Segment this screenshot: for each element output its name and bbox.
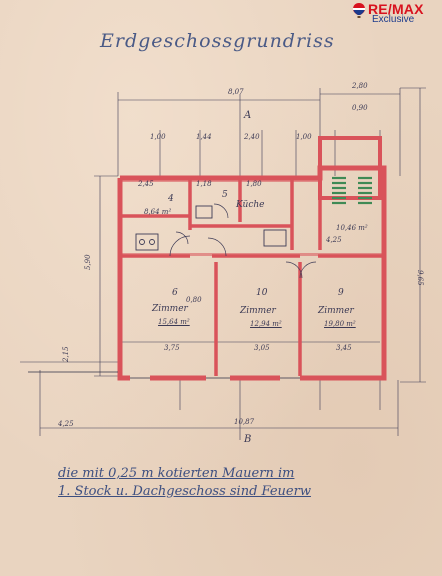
section-mark-bottom: B: [244, 434, 252, 445]
dim-depth-right: 9,65: [416, 270, 424, 286]
dim-top-3: 2,40: [244, 133, 260, 141]
dimension-lines: [20, 87, 426, 440]
room-10-number: 10: [256, 288, 268, 298]
kitchen-area: 8,64 m²: [144, 208, 172, 216]
outer-walls: [117, 165, 387, 381]
wall-mark: 0,80: [186, 296, 202, 304]
room-6-name: Zimmer: [152, 304, 188, 314]
dim-overall-width-bottom: 10,87: [234, 418, 255, 426]
dim-top-5: 0,90: [352, 104, 368, 112]
remax-sub: Exclusive: [372, 14, 415, 25]
dim-room-3: 3,45: [336, 344, 352, 352]
room-10-area: 12,94 m²: [250, 320, 282, 328]
dim-strip-3: 1,80: [246, 180, 262, 188]
wall-fill: [120, 178, 384, 256]
note-line-1: die mit 0,25 m kotierten Mauern im: [58, 466, 295, 481]
service-room-number: 5: [222, 190, 228, 200]
room-9-name: Zimmer: [318, 306, 354, 316]
dim-strip-4: 4,25: [326, 236, 342, 244]
dim-top-4: 1,00: [296, 133, 312, 141]
room-6-area: 15,64 m²: [158, 318, 190, 326]
dim-strip-2: 1,18: [196, 180, 212, 188]
room-9-area: 19,80 m²: [324, 320, 356, 328]
remax-brand: RE/MAX: [368, 1, 424, 17]
room-6-number: 6: [172, 288, 178, 298]
section-mark-top: A: [244, 110, 252, 121]
dim-room-1: 3,75: [164, 344, 180, 352]
dim-depth-left: 5,90: [84, 254, 92, 270]
dim-strip-1: 2,45: [138, 180, 154, 188]
service-room-name: Küche: [236, 200, 265, 210]
dim-right-top: 2,80: [352, 82, 368, 90]
dim-overall-width: 8,07: [228, 88, 244, 96]
door-swings: [169, 203, 317, 279]
room-10-name: Zimmer: [240, 306, 276, 316]
remax-logo: RE/MAX Exclusive: [350, 1, 438, 28]
dim-top-2: 1,44: [196, 133, 212, 141]
service-room-number-2: 4: [168, 194, 174, 204]
stair-landing-area: 10,46 m²: [336, 224, 368, 232]
room-9-number: 9: [338, 288, 344, 298]
dim-room-2: 3,05: [254, 344, 270, 352]
dim-left-small: 2,15: [62, 346, 70, 362]
note-line-2: 1. Stock u. Dachgeschoss sind Feuerw: [58, 484, 311, 499]
dim-bottom-left: 4,25: [58, 420, 74, 428]
dim-top-1: 1,00: [150, 133, 166, 141]
balloon-icon: [353, 3, 365, 18]
fixtures: [135, 205, 287, 251]
windows: [28, 371, 300, 379]
stairs: [332, 176, 372, 205]
plan-title: Erdgeschossgrundriss: [100, 30, 335, 52]
